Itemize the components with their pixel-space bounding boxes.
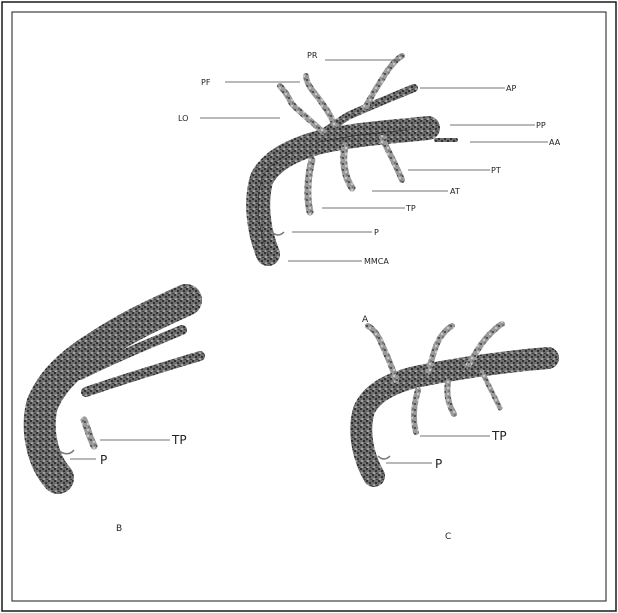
label-tp-b: TP xyxy=(171,433,187,447)
label-pr: PR xyxy=(307,51,318,60)
label-p-b: P xyxy=(100,453,107,467)
panel-c-title: C xyxy=(445,532,451,542)
label-lo: LO xyxy=(178,114,188,123)
label-mmca: MMCA xyxy=(364,257,389,266)
label-tp-c: TP xyxy=(491,429,507,443)
label-aa: AA xyxy=(549,138,561,147)
label-ap: AP xyxy=(506,84,516,93)
label-p-c: P xyxy=(435,457,442,471)
label-pp: PP xyxy=(536,121,546,130)
label-pt: PT xyxy=(491,166,501,175)
panel-b-title: B xyxy=(116,524,122,534)
label-at: AT xyxy=(450,187,460,196)
label-tp-a: TP xyxy=(405,204,416,213)
label-pf: PF xyxy=(201,78,211,87)
label-p-a: P xyxy=(374,228,379,237)
